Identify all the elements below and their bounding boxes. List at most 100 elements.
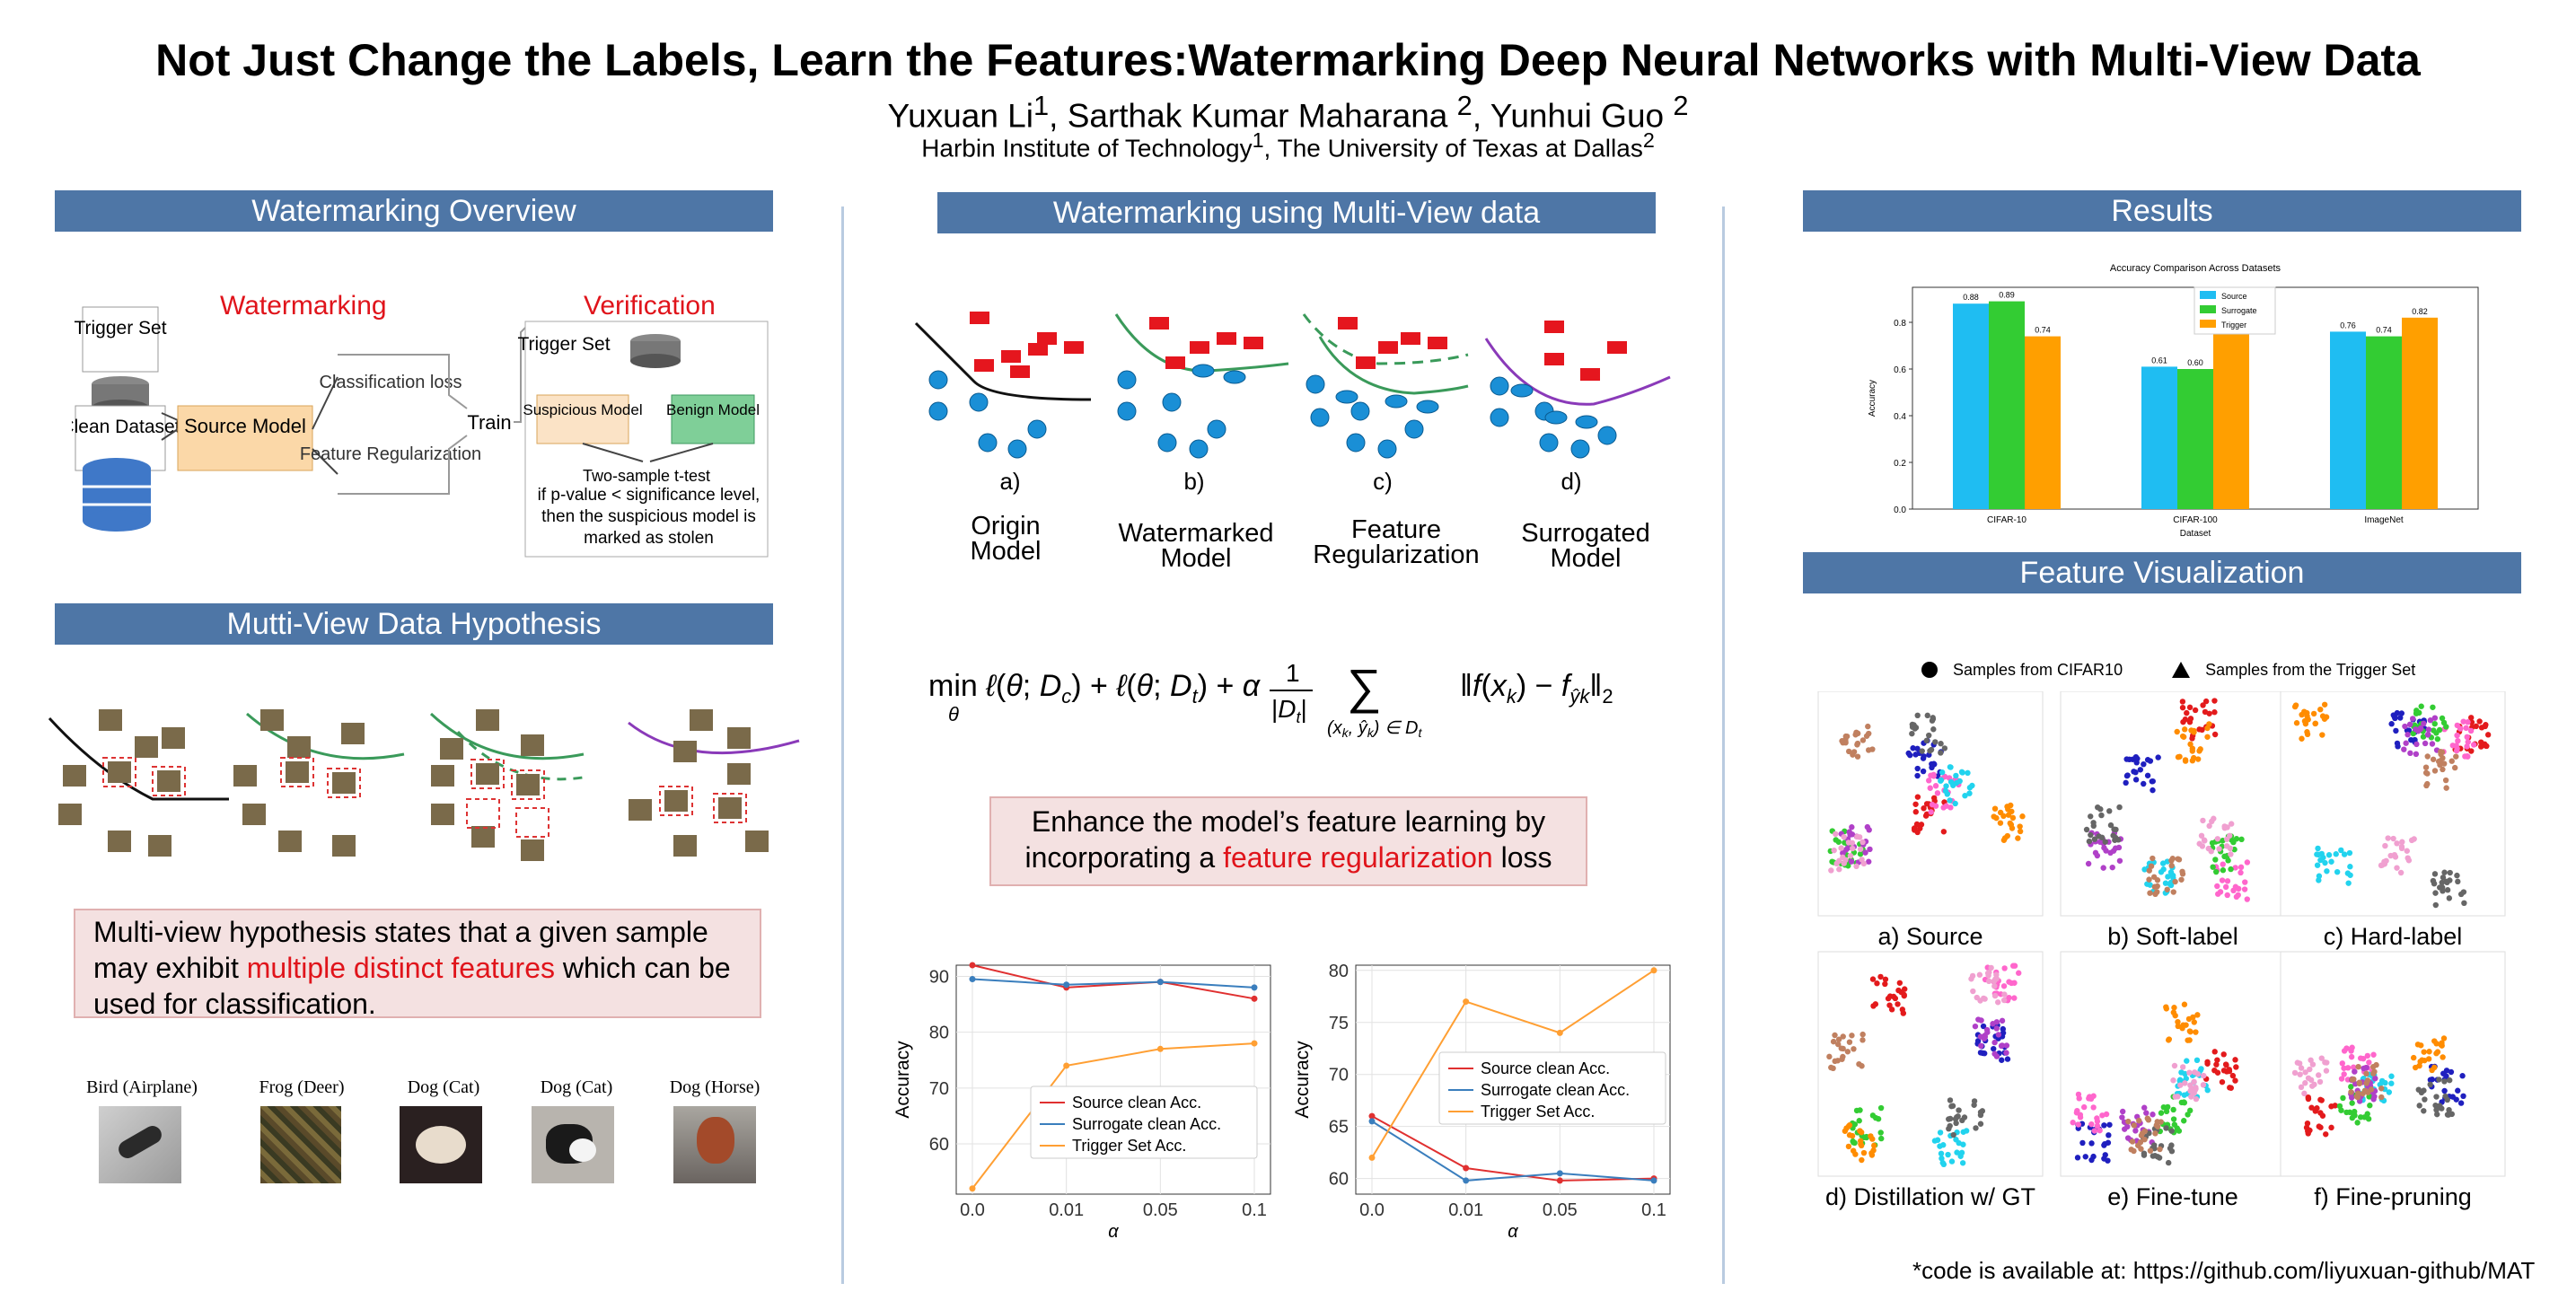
tsne-point: [2341, 1065, 2347, 1071]
tsne-point: [2238, 864, 2245, 871]
tsne-point: [2364, 1077, 2371, 1084]
tsne-point: [1854, 753, 1861, 760]
line-y-tick-label: 70: [1329, 1066, 1349, 1085]
tsne-point: [1919, 748, 1925, 754]
tsne-point: [2191, 1078, 2197, 1085]
tsne-point: [2011, 995, 2018, 1001]
tsne-point: [1836, 866, 1842, 873]
svg-text:θ: θ: [948, 703, 959, 725]
tsne-point: [2353, 1094, 2361, 1100]
tsne-point: [2132, 777, 2140, 783]
tsne-point: [1877, 1129, 1884, 1136]
tsne-point: [2165, 1159, 2172, 1166]
bar-x-label: Dataset: [2180, 529, 2211, 539]
author-1: Yuxuan Li: [887, 97, 1033, 135]
series-point: [1463, 998, 1470, 1006]
tsne-point: [1937, 1129, 1944, 1136]
tsne-point: [2446, 895, 2453, 901]
tsne-point: [2017, 828, 2024, 835]
tsne-point: [2415, 728, 2422, 734]
tsne-point: [2138, 1132, 2145, 1138]
tsne-panel-label: e) Fine-tune: [2107, 1183, 2238, 1210]
tsne-point: [2233, 836, 2240, 842]
tsne-point: [1836, 857, 1842, 864]
tsne-point: [2425, 731, 2431, 738]
tsne-point: [2179, 1064, 2186, 1070]
tsne-point: [2406, 721, 2413, 728]
tsne-point: [2192, 1087, 2198, 1094]
tsne-point: [2378, 1085, 2385, 1092]
tsne-point: [1991, 813, 1997, 820]
line-y-tick-label: 60: [1329, 1170, 1349, 1190]
tsne-point: [2387, 852, 2394, 859]
tsne-point: [2446, 1077, 2453, 1084]
tsne-point: [2075, 1091, 2082, 1098]
bar-y-tick-label: 0.8: [1894, 319, 1906, 329]
line-legend-label: Source clean Acc.: [1481, 1059, 1610, 1077]
tsne-point: [2181, 726, 2188, 733]
tsne-point: [2090, 822, 2097, 830]
line-y-tick-label: 90: [929, 967, 949, 987]
tsne-point: [1833, 837, 1839, 843]
tsne-point: [1878, 1135, 1885, 1142]
tsne-point: [2094, 1122, 2101, 1129]
tsne-point: [2182, 1080, 2188, 1086]
tsne-point: [2151, 1142, 2158, 1148]
tsne-point: [2193, 1029, 2199, 1035]
tsne-point: [1965, 769, 1971, 777]
tsne-point: [2133, 760, 2140, 766]
tsne-point: [2155, 754, 2161, 760]
tsne-panel: [2280, 951, 2506, 1177]
tsne-point: [2074, 1155, 2081, 1161]
tsne-point: [1997, 809, 2004, 816]
tsne-point: [2137, 767, 2144, 773]
tsne-point: [2484, 743, 2490, 750]
tsne-point: [1844, 845, 1851, 851]
tsne-point: [1856, 1060, 1862, 1068]
tsne-point: [1866, 858, 1872, 865]
tsne-point: [2182, 758, 2189, 764]
tsne-point: [1853, 863, 1859, 870]
tsne-panel-label: a) Source: [1877, 923, 1983, 950]
tsne-point: [2367, 1103, 2373, 1109]
tsne-point: [2170, 1106, 2176, 1113]
tsne-point: [2423, 782, 2430, 789]
tsne-point: [2401, 746, 2407, 752]
tsne-point: [2196, 840, 2202, 847]
tsne-point: [2291, 703, 2299, 710]
tsne-point: [2150, 855, 2156, 862]
tsne-point: [2232, 1077, 2238, 1084]
tsne-point: [1838, 845, 1844, 851]
tsne-point: [1983, 1026, 1991, 1033]
tsne-point: [1844, 1049, 1851, 1055]
tsne-point: [2098, 834, 2106, 841]
tsne-point: [2103, 848, 2109, 854]
tsne-point: [2482, 723, 2489, 730]
tsne-point: [2163, 1004, 2169, 1010]
tsne-point: [1921, 805, 1927, 812]
tsne-point: [1928, 809, 1934, 815]
tsne-point: [2294, 1059, 2301, 1066]
tsne-point: [2316, 1123, 2322, 1129]
tsne-point: [2205, 845, 2211, 852]
tsne-point: [2198, 832, 2205, 839]
tsne-point: [2214, 891, 2221, 897]
tsne-point: [2438, 1042, 2444, 1048]
tsne-point: [2232, 865, 2238, 871]
tsne-point: [1859, 737, 1867, 743]
tsne-point: [2319, 732, 2325, 738]
tsne-point: [1963, 1128, 1970, 1134]
tsne-point: [2444, 1096, 2450, 1103]
bar-legend-swatch: [2200, 320, 2216, 328]
source-model-box: [177, 405, 313, 471]
tsne-point: [2210, 864, 2216, 870]
tsne-point: [1869, 976, 1877, 982]
tsne-point: [2171, 1121, 2178, 1128]
tsne-point: [2325, 852, 2333, 858]
tsne-point: [2413, 751, 2420, 758]
tsne-point: [2003, 1050, 2009, 1056]
tsne-point: [2305, 1094, 2311, 1101]
tsne-point: [1944, 791, 1950, 797]
tsne-point: [1927, 748, 1933, 754]
tsne-point: [2317, 1110, 2324, 1116]
